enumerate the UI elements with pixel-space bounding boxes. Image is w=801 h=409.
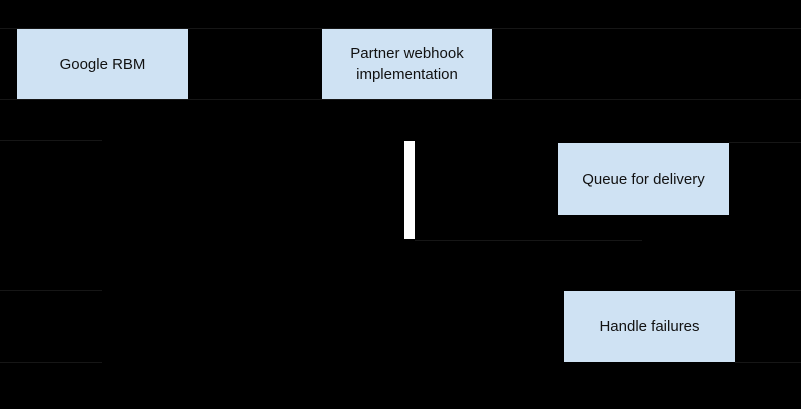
node-handle-failures-label: Handle failures bbox=[599, 318, 700, 335]
node-queue-for-delivery-label: Queue for delivery bbox=[582, 170, 705, 188]
header-row-top-hairline bbox=[0, 28, 801, 29]
row2-left-hairline-stub bbox=[0, 290, 102, 291]
arrow-hairline-stub bbox=[415, 240, 642, 241]
node-queue-for-delivery: Queue for delivery bbox=[558, 143, 729, 215]
row2-right-hairline-stub bbox=[735, 290, 801, 291]
node-partner-webhook-implementation: Partner webhook implementation bbox=[322, 29, 492, 99]
node-google-rbm-label: Google RBM bbox=[59, 55, 146, 73]
row3-right-hairline-stub bbox=[735, 362, 801, 363]
node-partner-webhook-label: Partner webhook implementation bbox=[350, 45, 464, 83]
activation-bar bbox=[404, 141, 415, 239]
row1-left-hairline-stub bbox=[0, 140, 102, 141]
row3-left-hairline-stub bbox=[0, 362, 102, 363]
node-handle-failures: Handle failures bbox=[564, 291, 735, 362]
node-google-rbm: Google RBM bbox=[17, 29, 188, 99]
row1-right-hairline-stub bbox=[729, 142, 801, 143]
header-row-bottom-hairline bbox=[0, 99, 801, 100]
